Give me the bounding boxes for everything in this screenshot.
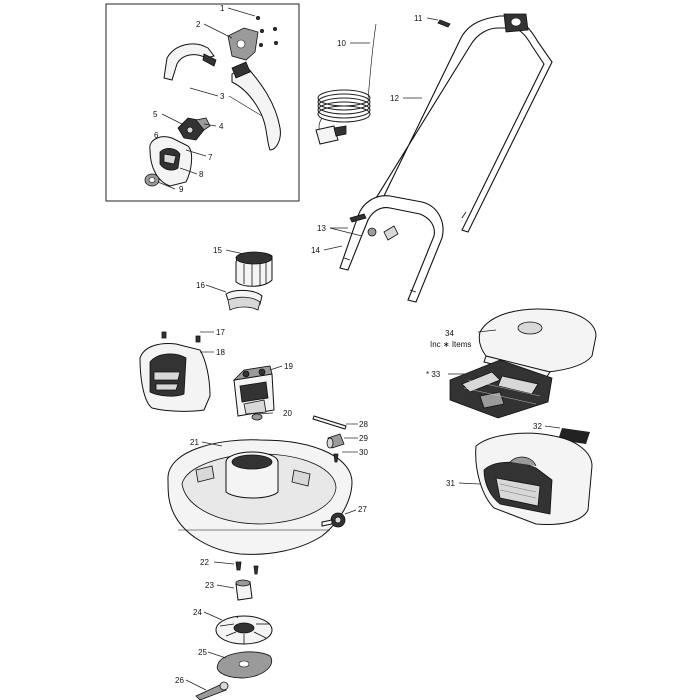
- part-24-fan: [215, 615, 273, 645]
- callout-28: 28: [359, 420, 368, 429]
- callout-25: 25: [198, 648, 207, 657]
- callout-13: 13: [317, 224, 326, 233]
- callout-27: 27: [358, 505, 367, 514]
- part-31-grass-box: [475, 432, 593, 525]
- callout-8: 8: [199, 170, 204, 179]
- part-4-5-switch-assembly: [177, 117, 211, 141]
- callout-14: 14: [311, 246, 320, 255]
- callout-4: 4: [219, 122, 224, 131]
- part-21-deck: [167, 439, 353, 555]
- callout-7: 7: [208, 153, 213, 162]
- callout-5: 5: [153, 110, 158, 119]
- callout-15: 15: [213, 246, 222, 255]
- part-28-rod: [312, 415, 347, 430]
- part-25-blade: [216, 651, 272, 679]
- callout-17: 17: [216, 328, 225, 337]
- part-9-knob: [144, 173, 160, 187]
- part-19-motor: [232, 365, 275, 417]
- part-22-screws: [235, 561, 259, 575]
- callout-11: 11: [414, 14, 423, 23]
- callout-9: 9: [179, 185, 184, 194]
- part-30-screw: [333, 453, 339, 463]
- part-11-screw: [437, 19, 451, 28]
- callout-16: 16: [196, 281, 205, 290]
- callout-23: 23: [205, 581, 214, 590]
- callout-24: 24: [193, 608, 202, 617]
- part-1-screws: [255, 15, 278, 48]
- callout-31: 31: [446, 479, 455, 488]
- callout-30: 30: [359, 448, 368, 457]
- part-14-lower-handle: [339, 195, 444, 303]
- callout-21: 21: [190, 438, 199, 447]
- part-33-grass-cover: [449, 359, 553, 419]
- callout-1: 1: [220, 4, 225, 13]
- callout-6: 6: [154, 131, 159, 140]
- part-7-8-switch-housing: [149, 136, 193, 187]
- callout-29: 29: [359, 434, 368, 443]
- callout-19: 19: [284, 362, 293, 371]
- callout-18: 18: [216, 348, 225, 357]
- callout-32: 32: [533, 422, 542, 431]
- part-23-spacer: [235, 579, 253, 601]
- part-26-spanner: [195, 681, 229, 700]
- part-15-motor-cap: [235, 251, 273, 287]
- part-17-screws: [161, 331, 201, 343]
- callout-34: 34: [445, 329, 454, 338]
- part-12-upper-handle: [372, 13, 553, 233]
- callout-2: 2: [196, 20, 201, 29]
- callout-33: * 33: [426, 370, 441, 379]
- callout-labels: 1 2 3 4 5 6 7 8 9 10 11 12 13 14 15 16 1…: [153, 4, 542, 685]
- part-13-handle-fixings: [349, 213, 399, 241]
- part-10-power-cable: [315, 23, 377, 145]
- part-3-grip-left: [163, 43, 217, 81]
- callout-3: 3: [220, 92, 225, 101]
- inset-frame: [105, 3, 300, 202]
- callout-10: 10: [337, 39, 346, 48]
- part-2-switch-plate: [227, 27, 259, 61]
- part-16-sleeve: [225, 289, 263, 311]
- callout-12: 12: [390, 94, 399, 103]
- part-20-washer: [251, 413, 263, 421]
- part-18-motor-cover: [139, 343, 211, 412]
- callout-34-note: Inc ∗ Items: [430, 340, 471, 349]
- callout-26: 26: [175, 676, 184, 685]
- callout-22: 22: [200, 558, 209, 567]
- callout-20: 20: [283, 409, 292, 418]
- part-27-height-knob: [321, 512, 346, 528]
- part-3-grip-right: [231, 61, 281, 151]
- part-29-roller: [326, 433, 345, 449]
